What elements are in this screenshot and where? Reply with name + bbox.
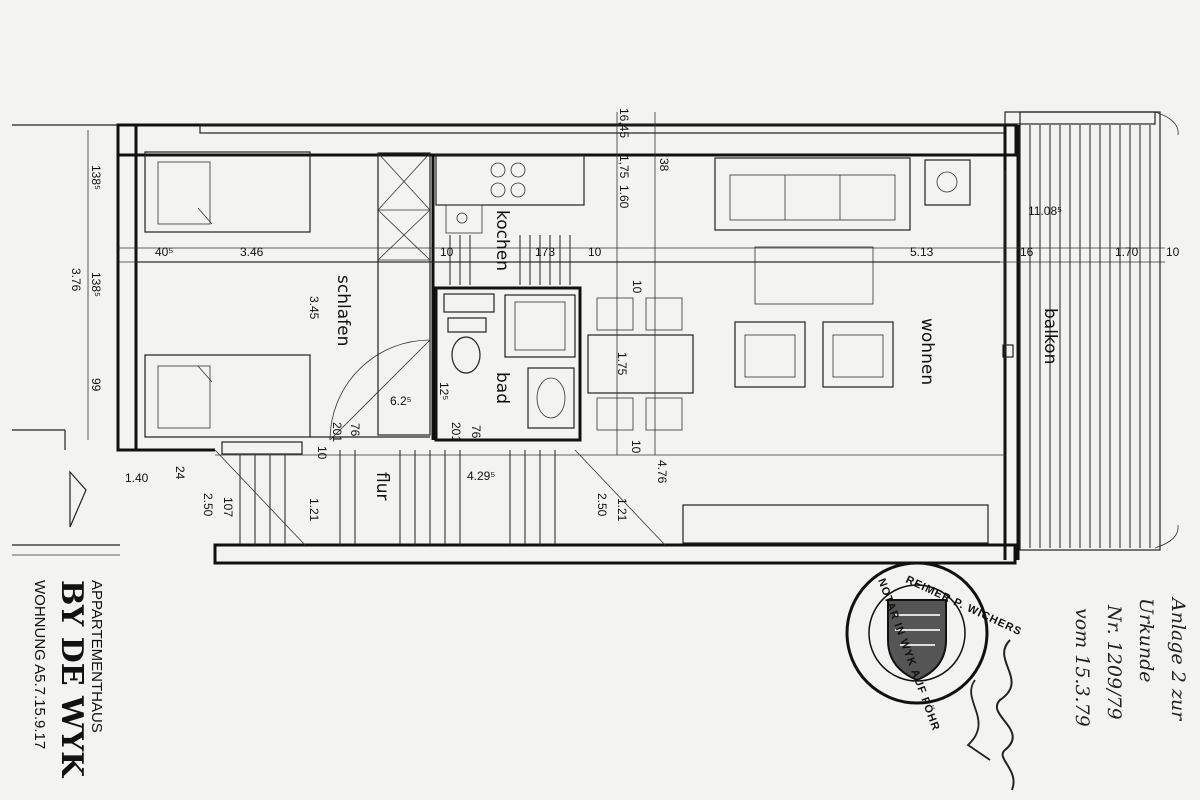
signature [995, 639, 1015, 791]
dim-label: 10 [315, 446, 329, 460]
dim-label: 24 [173, 466, 187, 480]
dim-label: 12⁵ [437, 382, 451, 400]
living-room [587, 157, 1014, 544]
handwritten-line-2: Urkunde [1135, 598, 1157, 683]
balcony-decking [1029, 125, 1151, 548]
dim-label: 201 [449, 422, 463, 442]
dim-label: 1.60 [617, 185, 631, 209]
toilet-icon [451, 336, 481, 374]
dim-label: 201 [330, 422, 344, 442]
room-label-wohnen: wohnen [917, 318, 937, 385]
dim-label: 76 [469, 425, 483, 439]
dim-label: 1.21 [615, 498, 629, 522]
dim-label: 16 [1020, 245, 1034, 259]
dim-label: 107 [221, 497, 235, 517]
balcony [1004, 111, 1179, 551]
coat-of-arms-icon [887, 599, 947, 682]
dim-label: 16,45 [617, 108, 631, 138]
shower [504, 294, 576, 358]
dimension-labels: 16,45 1,75 1.60 38 11.08⁵ 138⁵ 40⁵ 3.46 … [69, 108, 1180, 522]
dining-table [587, 334, 694, 394]
handwritten-line-1: Anlage 2 zur [1167, 596, 1189, 722]
dim-label: 173 [535, 245, 555, 259]
handwritten-note: Anlage 2 zur Urkunde Nr. 1209/79 vom 15.… [966, 596, 1189, 791]
hallway [214, 441, 666, 546]
dim-label: 1.75 [615, 352, 629, 376]
dimension-lines [87, 112, 1165, 456]
dim-label: 138⁵ [89, 272, 103, 297]
dim-label: 138⁵ [89, 165, 103, 190]
dim-label: 99 [89, 378, 103, 392]
room-label-schlafen: schlafen [333, 275, 353, 346]
handwritten-line-3: Nr. 1209/79 [1103, 604, 1125, 720]
dim-label: 6.2⁵ [390, 394, 412, 408]
kitchen-hatching [449, 235, 571, 285]
room-label-balkon: balkon [1040, 308, 1060, 364]
dim-label: 1.40 [125, 471, 149, 485]
interior-walls [136, 155, 1000, 440]
dim-label: 10 [629, 440, 643, 454]
dim-label: 2.50 [201, 493, 215, 517]
dim-label: 1.21 [307, 498, 321, 522]
armchair [734, 321, 806, 388]
coffee-table [754, 246, 874, 305]
dim-label: 11.08⁵ [1028, 204, 1062, 218]
dim-label: 3.45 [307, 296, 321, 320]
dim-label: 76 [348, 423, 362, 437]
hallway-hatching [239, 450, 556, 545]
title-block: APPARTEMENTHAUS BY DE WYK WOHNUNG A5.7.1… [31, 580, 105, 778]
kitchen [435, 154, 585, 285]
title-line-1: APPARTEMENTHAUS [88, 580, 105, 733]
bathroom [434, 286, 582, 442]
dim-label: 40⁵ [155, 245, 173, 259]
sideboard [682, 504, 989, 544]
dim-label: 4.29⁵ [467, 469, 495, 483]
sofa [714, 157, 911, 231]
dim-label: 1.70 [1115, 245, 1139, 259]
dim-label: 38 [657, 158, 671, 172]
dim-label: 10 [440, 245, 454, 259]
entrance-arrow-icon [69, 470, 87, 528]
dim-label: 2.50 [595, 493, 609, 517]
dim-label: 10 [588, 245, 602, 259]
dim-label: 1,75 [617, 155, 631, 179]
armchair [822, 321, 894, 388]
title-line-2: BY DE WYK [54, 580, 89, 778]
dim-label: 5.13 [910, 245, 934, 259]
dim-label: 3.76 [69, 268, 83, 292]
wardrobe [377, 152, 431, 436]
dim-label: 10 [630, 280, 644, 294]
handwritten-line-4: vom 15.3.79 [1071, 608, 1093, 727]
room-label-flur: flur [372, 472, 392, 500]
bedroom [144, 151, 431, 441]
dim-label: 4.76 [655, 460, 669, 484]
dim-label: 10 [1166, 245, 1180, 259]
room-label-bad: bad [492, 372, 512, 404]
washbasin [527, 367, 575, 429]
dim-label: 3.46 [240, 245, 264, 259]
room-labels: schlafen kochen bad flur wohnen balkon [333, 210, 1060, 500]
title-line-3: WOHNUNG A5.7.15.9.17 [31, 580, 48, 749]
room-label-kochen: kochen [492, 210, 512, 271]
